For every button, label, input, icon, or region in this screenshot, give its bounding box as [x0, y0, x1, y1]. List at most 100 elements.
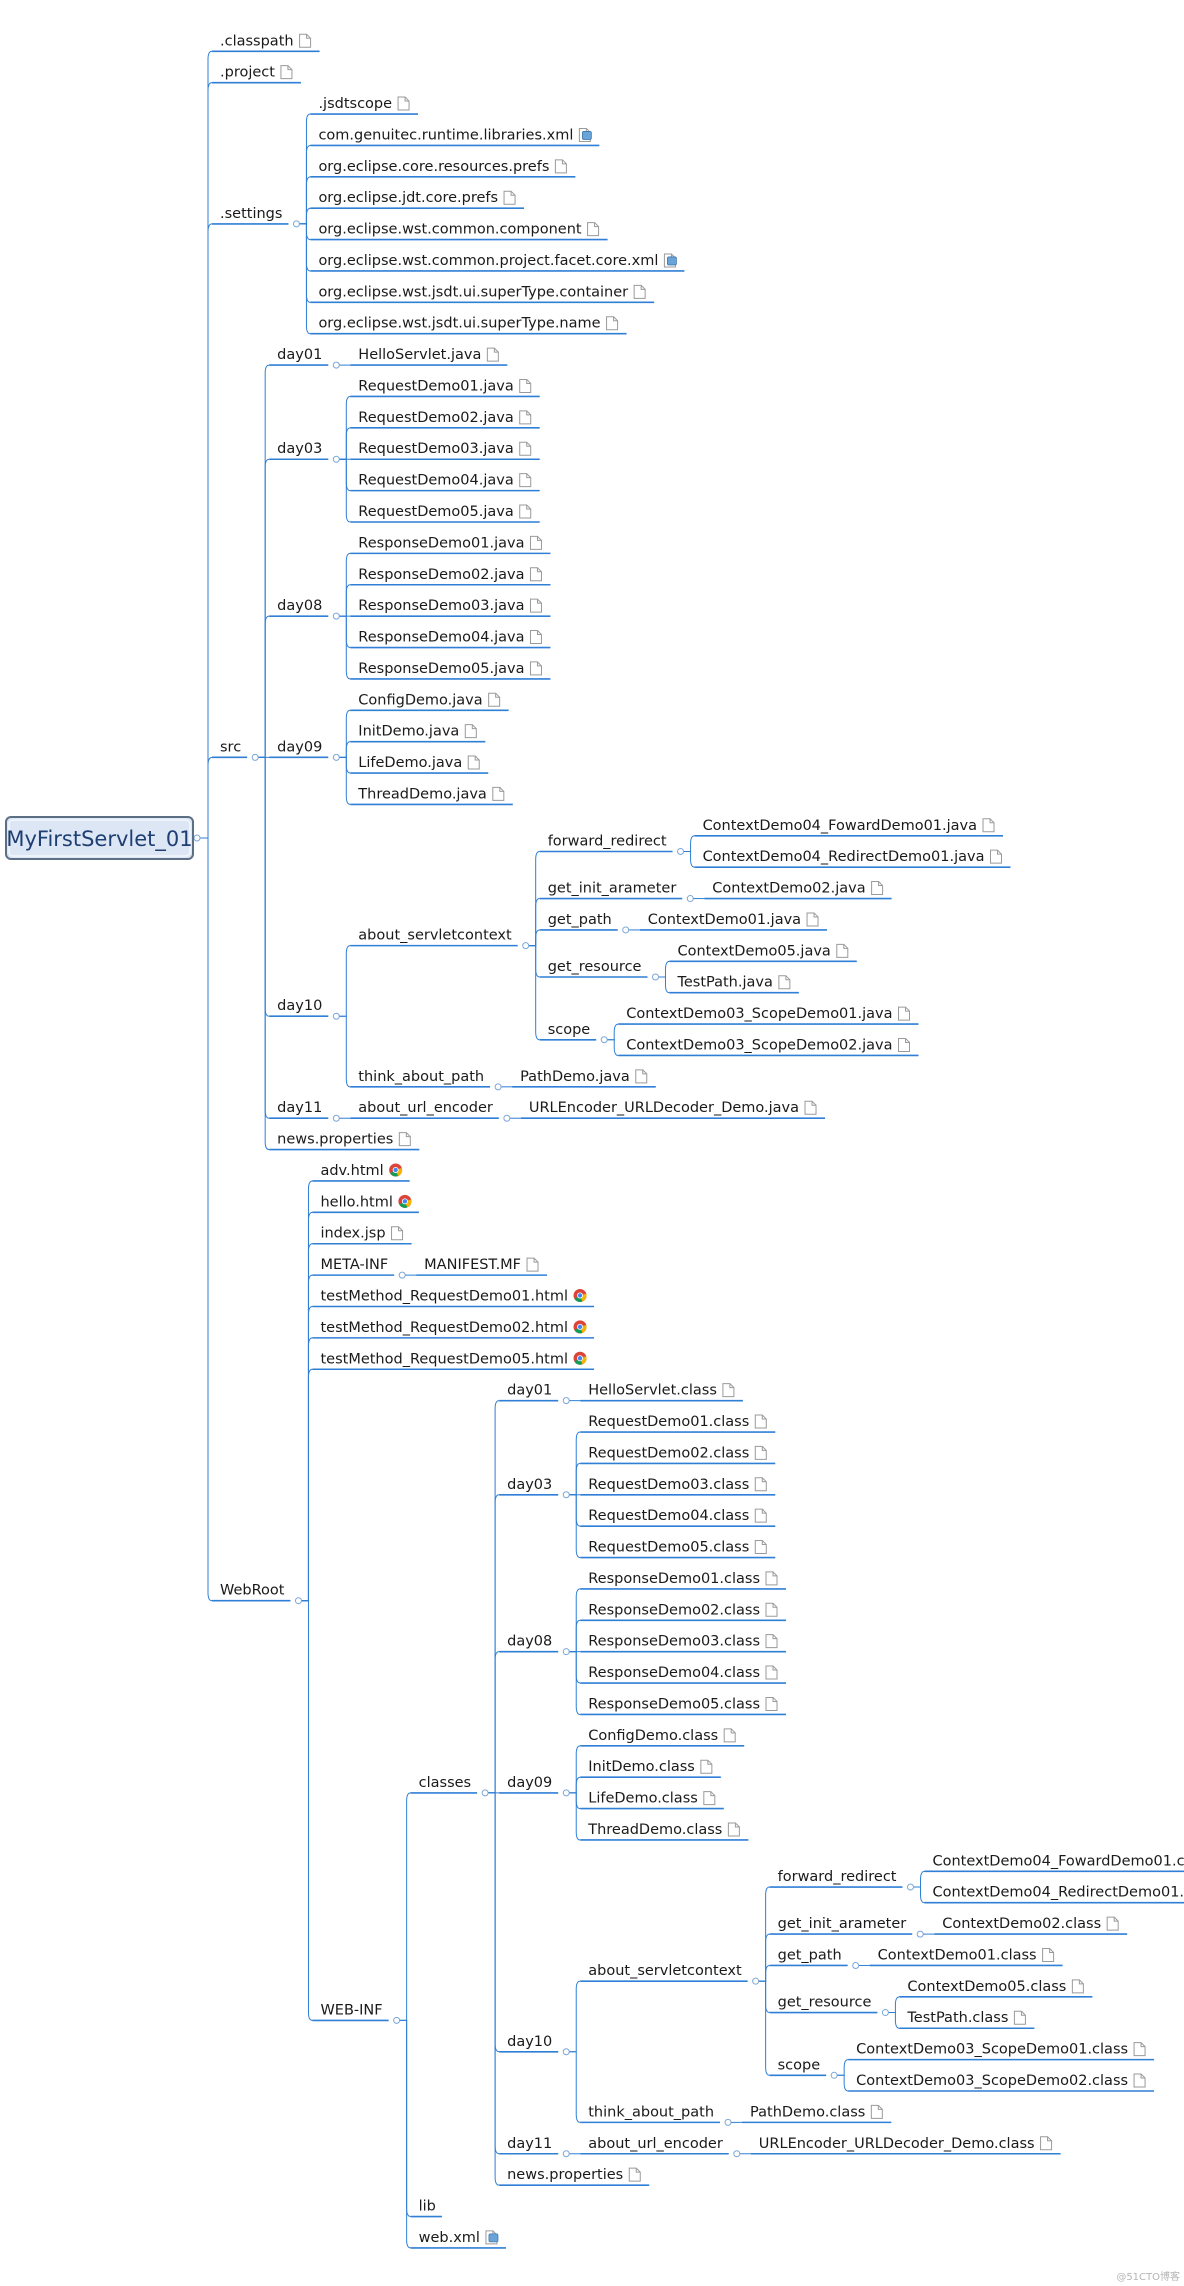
- node-classes[interactable]: classes: [410, 1775, 489, 1797]
- node-responsedemo02-class[interactable]: ResponseDemo02.class: [580, 1602, 787, 1622]
- collapse-toggle-icon[interactable]: [907, 1883, 914, 1891]
- node-hello-html[interactable]: hello.html: [312, 1194, 419, 1214]
- node-manifest-mf[interactable]: MANIFEST.MF: [416, 1257, 548, 1276]
- collapse-toggle-icon[interactable]: [332, 612, 340, 620]
- node-contextdemo03-scopedemo01-class[interactable]: ContextDemo03_ScopeDemo01.class: [848, 2042, 1155, 2061]
- node-meta-inf[interactable]: META-INF: [312, 1257, 406, 1279]
- node-day08[interactable]: day08: [269, 598, 340, 620]
- collapse-toggle-icon[interactable]: [562, 1397, 570, 1405]
- node-responsedemo01-java[interactable]: ResponseDemo01.java: [350, 535, 551, 555]
- node-adv-html[interactable]: adv.html: [312, 1163, 410, 1182]
- node-day03[interactable]: day03: [269, 441, 340, 463]
- collapse-toggle-icon[interactable]: [332, 455, 340, 463]
- node-helloservlet-java[interactable]: HelloServlet.java: [350, 347, 508, 366]
- node-think-about-path[interactable]: think_about_path: [350, 1069, 502, 1091]
- collapse-toggle-icon[interactable]: [562, 2150, 570, 2158]
- node-think-about-path[interactable]: think_about_path: [580, 2104, 732, 2126]
- node-contextdemo02-class[interactable]: ContextDemo02.class: [934, 1916, 1128, 1935]
- collapse-toggle-icon[interactable]: [398, 1271, 406, 1279]
- collapse-toggle-icon[interactable]: [686, 895, 694, 903]
- collapse-toggle-icon[interactable]: [193, 834, 201, 842]
- node-about-servletcontext[interactable]: about_servletcontext: [350, 928, 530, 950]
- node-web-xml[interactable]: web.xml: [410, 2230, 506, 2249]
- node-day01[interactable]: day01: [499, 1383, 570, 1405]
- node-contextdemo03-scopedemo01-java[interactable]: ContextDemo03_ScopeDemo01.java: [618, 1006, 919, 1025]
- node-responsedemo01-class[interactable]: ResponseDemo01.class: [580, 1571, 787, 1590]
- node-day10[interactable]: day10: [499, 2034, 570, 2056]
- node-requestdemo03-java[interactable]: RequestDemo03.java: [350, 441, 540, 461]
- node-contextdemo04-redirectdemo01-java[interactable]: ContextDemo04_RedirectDemo01.java: [694, 849, 1011, 868]
- node-requestdemo05-java[interactable]: RequestDemo05.java: [350, 504, 540, 523]
- node-com-genuitec-runtime-libraries-xml[interactable]: com.genuitec.runtime.libraries.xml: [310, 127, 600, 147]
- node-day08[interactable]: day08: [499, 1634, 570, 1656]
- node-scope[interactable]: scope: [769, 2057, 838, 2079]
- collapse-toggle-icon[interactable]: [481, 1789, 489, 1797]
- node-threaddemo-java[interactable]: ThreadDemo.java: [350, 786, 513, 806]
- node-responsedemo04-java[interactable]: ResponseDemo04.java: [350, 630, 551, 649]
- node-responsedemo03-java[interactable]: ResponseDemo03.java: [350, 598, 551, 617]
- node-pathdemo-java[interactable]: PathDemo.java: [512, 1069, 656, 1088]
- node-news-properties[interactable]: news.properties: [269, 1132, 420, 1151]
- collapse-toggle-icon[interactable]: [562, 1491, 570, 1499]
- node-testmethod-requestdemo01-html[interactable]: testMethod_RequestDemo01.html: [312, 1289, 595, 1308]
- node-testpath-class[interactable]: TestPath.class: [899, 2010, 1035, 2030]
- node-configdemo-java[interactable]: ConfigDemo.java: [350, 692, 509, 712]
- node-urlencoder-urldecoder-demo-java[interactable]: URLEncoder_URLDecoder_Demo.java: [520, 1100, 826, 1120]
- node-org-eclipse-wst-jsdt-ui-supertype-container[interactable]: org.eclipse.wst.jsdt.ui.superType.contai…: [310, 284, 655, 304]
- collapse-toggle-icon[interactable]: [522, 942, 530, 950]
- node-forward-redirect[interactable]: forward_redirect: [769, 1869, 914, 1891]
- root-node[interactable]: MyFirstServlet_01: [5, 816, 194, 860]
- collapse-toggle-icon[interactable]: [292, 220, 300, 228]
- node-contextdemo01-java[interactable]: ContextDemo01.java: [639, 912, 828, 931]
- collapse-toggle-icon[interactable]: [881, 2009, 889, 2017]
- node-initdemo-class[interactable]: InitDemo.class: [580, 1759, 721, 1778]
- node-requestdemo04-class[interactable]: RequestDemo04.class: [580, 1508, 776, 1527]
- collapse-toggle-icon[interactable]: [622, 926, 630, 934]
- node-scope[interactable]: scope: [539, 1022, 608, 1044]
- node-contextdemo04-fowarddemo01-java[interactable]: ContextDemo04_FowardDemo01.java: [694, 818, 1004, 837]
- collapse-toggle-icon[interactable]: [494, 1083, 502, 1091]
- node-pathdemo-class[interactable]: PathDemo.class: [742, 2104, 892, 2124]
- node-contextdemo02-java[interactable]: ContextDemo02.java: [704, 881, 892, 900]
- node-org-eclipse-core-resources-prefs[interactable]: org.eclipse.core.resources.prefs: [310, 159, 576, 178]
- node-contextdemo01-class[interactable]: ContextDemo01.class: [869, 1947, 1063, 1967]
- node-requestdemo05-class[interactable]: RequestDemo05.class: [580, 1540, 776, 1559]
- node-contextdemo05-class[interactable]: ContextDemo05.class: [899, 1979, 1093, 1998]
- node-requestdemo01-java[interactable]: RequestDemo01.java: [350, 378, 540, 398]
- node-lifedemo-java[interactable]: LifeDemo.java: [350, 755, 489, 774]
- node-day09[interactable]: day09: [499, 1775, 570, 1797]
- collapse-toggle-icon[interactable]: [294, 1597, 302, 1605]
- node-requestdemo02-java[interactable]: RequestDemo02.java: [350, 410, 540, 429]
- node-requestdemo01-class[interactable]: RequestDemo01.class: [580, 1414, 776, 1433]
- node-responsedemo02-java[interactable]: ResponseDemo02.java: [350, 567, 551, 586]
- node-org-eclipse-wst-jsdt-ui-supertype-name[interactable]: org.eclipse.wst.jsdt.ui.superType.name: [310, 316, 627, 335]
- collapse-toggle-icon[interactable]: [752, 1977, 760, 1985]
- node-get-init-arameter[interactable]: get_init_arameter: [769, 1916, 924, 1938]
- node-contextdemo03-scopedemo02-java[interactable]: ContextDemo03_ScopeDemo02.java: [618, 1037, 919, 1057]
- collapse-toggle-icon[interactable]: [332, 1114, 340, 1122]
- node-day11[interactable]: day11: [499, 2136, 570, 2158]
- collapse-toggle-icon[interactable]: [332, 1012, 340, 1020]
- node-src[interactable]: src: [212, 739, 259, 761]
- collapse-toggle-icon[interactable]: [677, 847, 685, 855]
- node-testpath-java[interactable]: TestPath.java: [669, 975, 799, 994]
- collapse-toggle-icon[interactable]: [562, 1648, 570, 1656]
- node-about-url-encoder[interactable]: about_url_encoder: [580, 2136, 741, 2158]
- collapse-toggle-icon[interactable]: [600, 1036, 608, 1044]
- collapse-toggle-icon[interactable]: [651, 973, 659, 981]
- node-about-servletcontext[interactable]: about_servletcontext: [580, 1963, 760, 1985]
- node-responsedemo04-class[interactable]: ResponseDemo04.class: [580, 1665, 787, 1684]
- collapse-toggle-icon[interactable]: [332, 361, 340, 369]
- node-day03[interactable]: day03: [499, 1477, 570, 1499]
- node-responsedemo03-class[interactable]: ResponseDemo03.class: [580, 1634, 787, 1653]
- node-get-path[interactable]: get_path: [769, 1947, 860, 1969]
- node-classpath[interactable]: .classpath: [212, 33, 320, 53]
- node-contextdemo03-scopedemo02-class[interactable]: ContextDemo03_ScopeDemo02.class: [848, 2073, 1155, 2092]
- node-day01[interactable]: day01: [269, 347, 340, 369]
- node-requestdemo04-java[interactable]: RequestDemo04.java: [350, 473, 540, 492]
- node-jsdtscope[interactable]: .jsdtscope: [310, 96, 419, 115]
- collapse-toggle-icon[interactable]: [503, 1114, 511, 1122]
- node-web-inf[interactable]: WEB-INF: [312, 2002, 401, 2024]
- node-requestdemo03-class[interactable]: RequestDemo03.class: [580, 1477, 776, 1496]
- node-day09[interactable]: day09: [269, 739, 340, 761]
